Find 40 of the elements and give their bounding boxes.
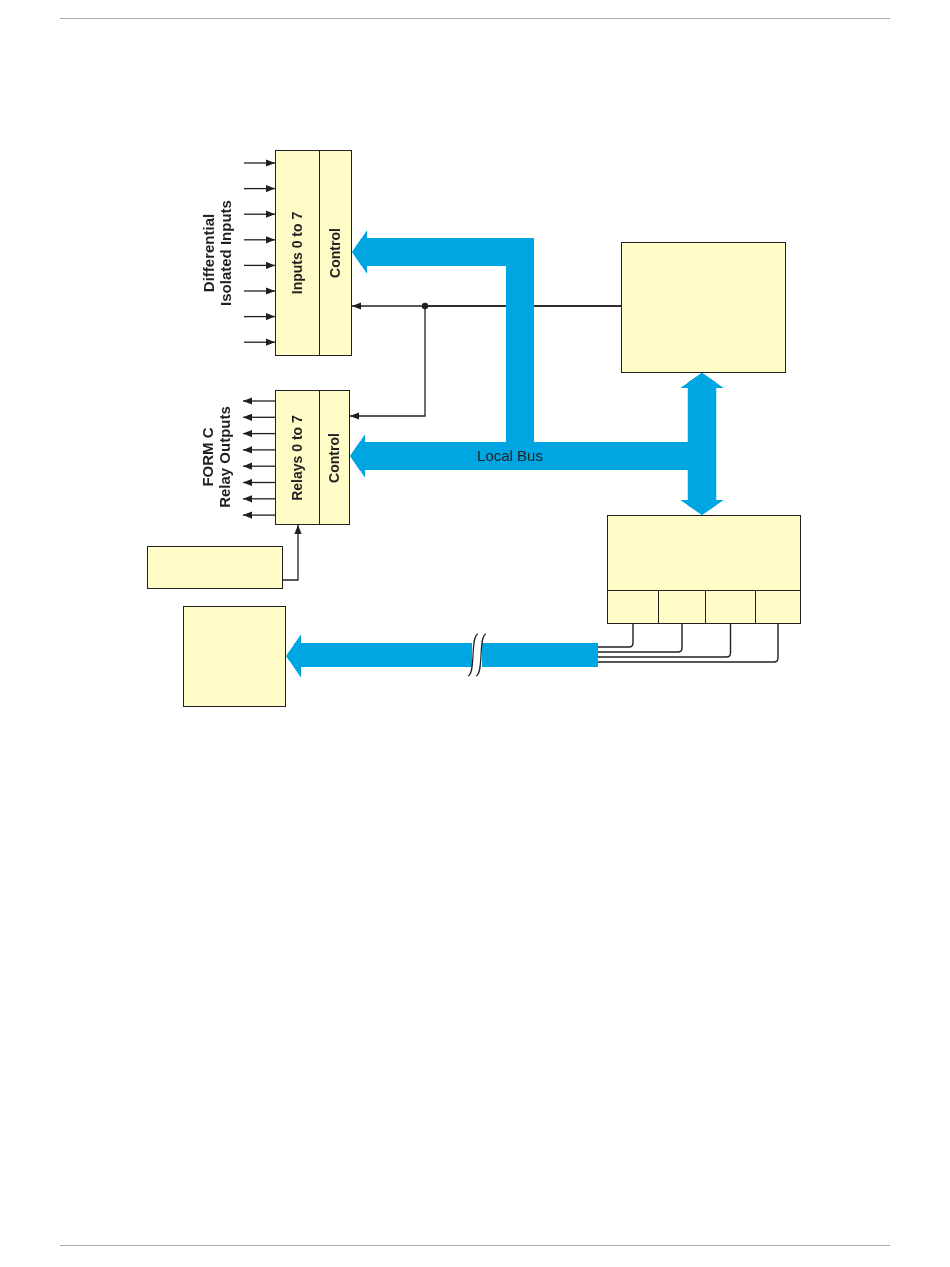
arrow [243,159,276,167]
module-box [319,150,352,356]
arrow [243,236,276,244]
arrow [242,462,276,470]
arrow [242,413,276,421]
wire [597,623,683,653]
bus-arrow [293,634,598,649]
bus-arrow [680,373,724,515]
arrow [242,446,276,454]
arrow [243,287,276,295]
block-label: Control [326,432,343,483]
arrow [242,430,276,438]
module-box [275,390,320,525]
wire [597,623,779,663]
arrow [243,185,276,193]
wire [597,623,732,658]
arrow [243,261,276,269]
arrow [242,397,276,405]
wire [597,623,634,648]
module-box [147,546,283,589]
arrow [242,478,276,487]
arrow [243,210,276,218]
arrow [242,511,276,519]
arrow [282,524,302,581]
module-box [621,242,786,373]
arrow [243,313,276,321]
module-box [607,515,801,624]
module-box [183,606,286,707]
block-label: Inputs 0 to 7 [289,211,306,295]
block-label: Relays 0 to 7 [289,414,306,501]
arrow [242,495,276,503]
bus-arrow [293,661,598,678]
module-box [275,150,320,356]
side-label: Differential Isolated Inputs [200,191,234,315]
block-label: Control [327,228,344,278]
side-label: FORM C Relay Outputs [199,403,233,511]
edge-label: Local Bus [477,447,543,465]
arrow [349,305,622,420]
module-box [319,390,350,525]
arrow [243,338,276,346]
